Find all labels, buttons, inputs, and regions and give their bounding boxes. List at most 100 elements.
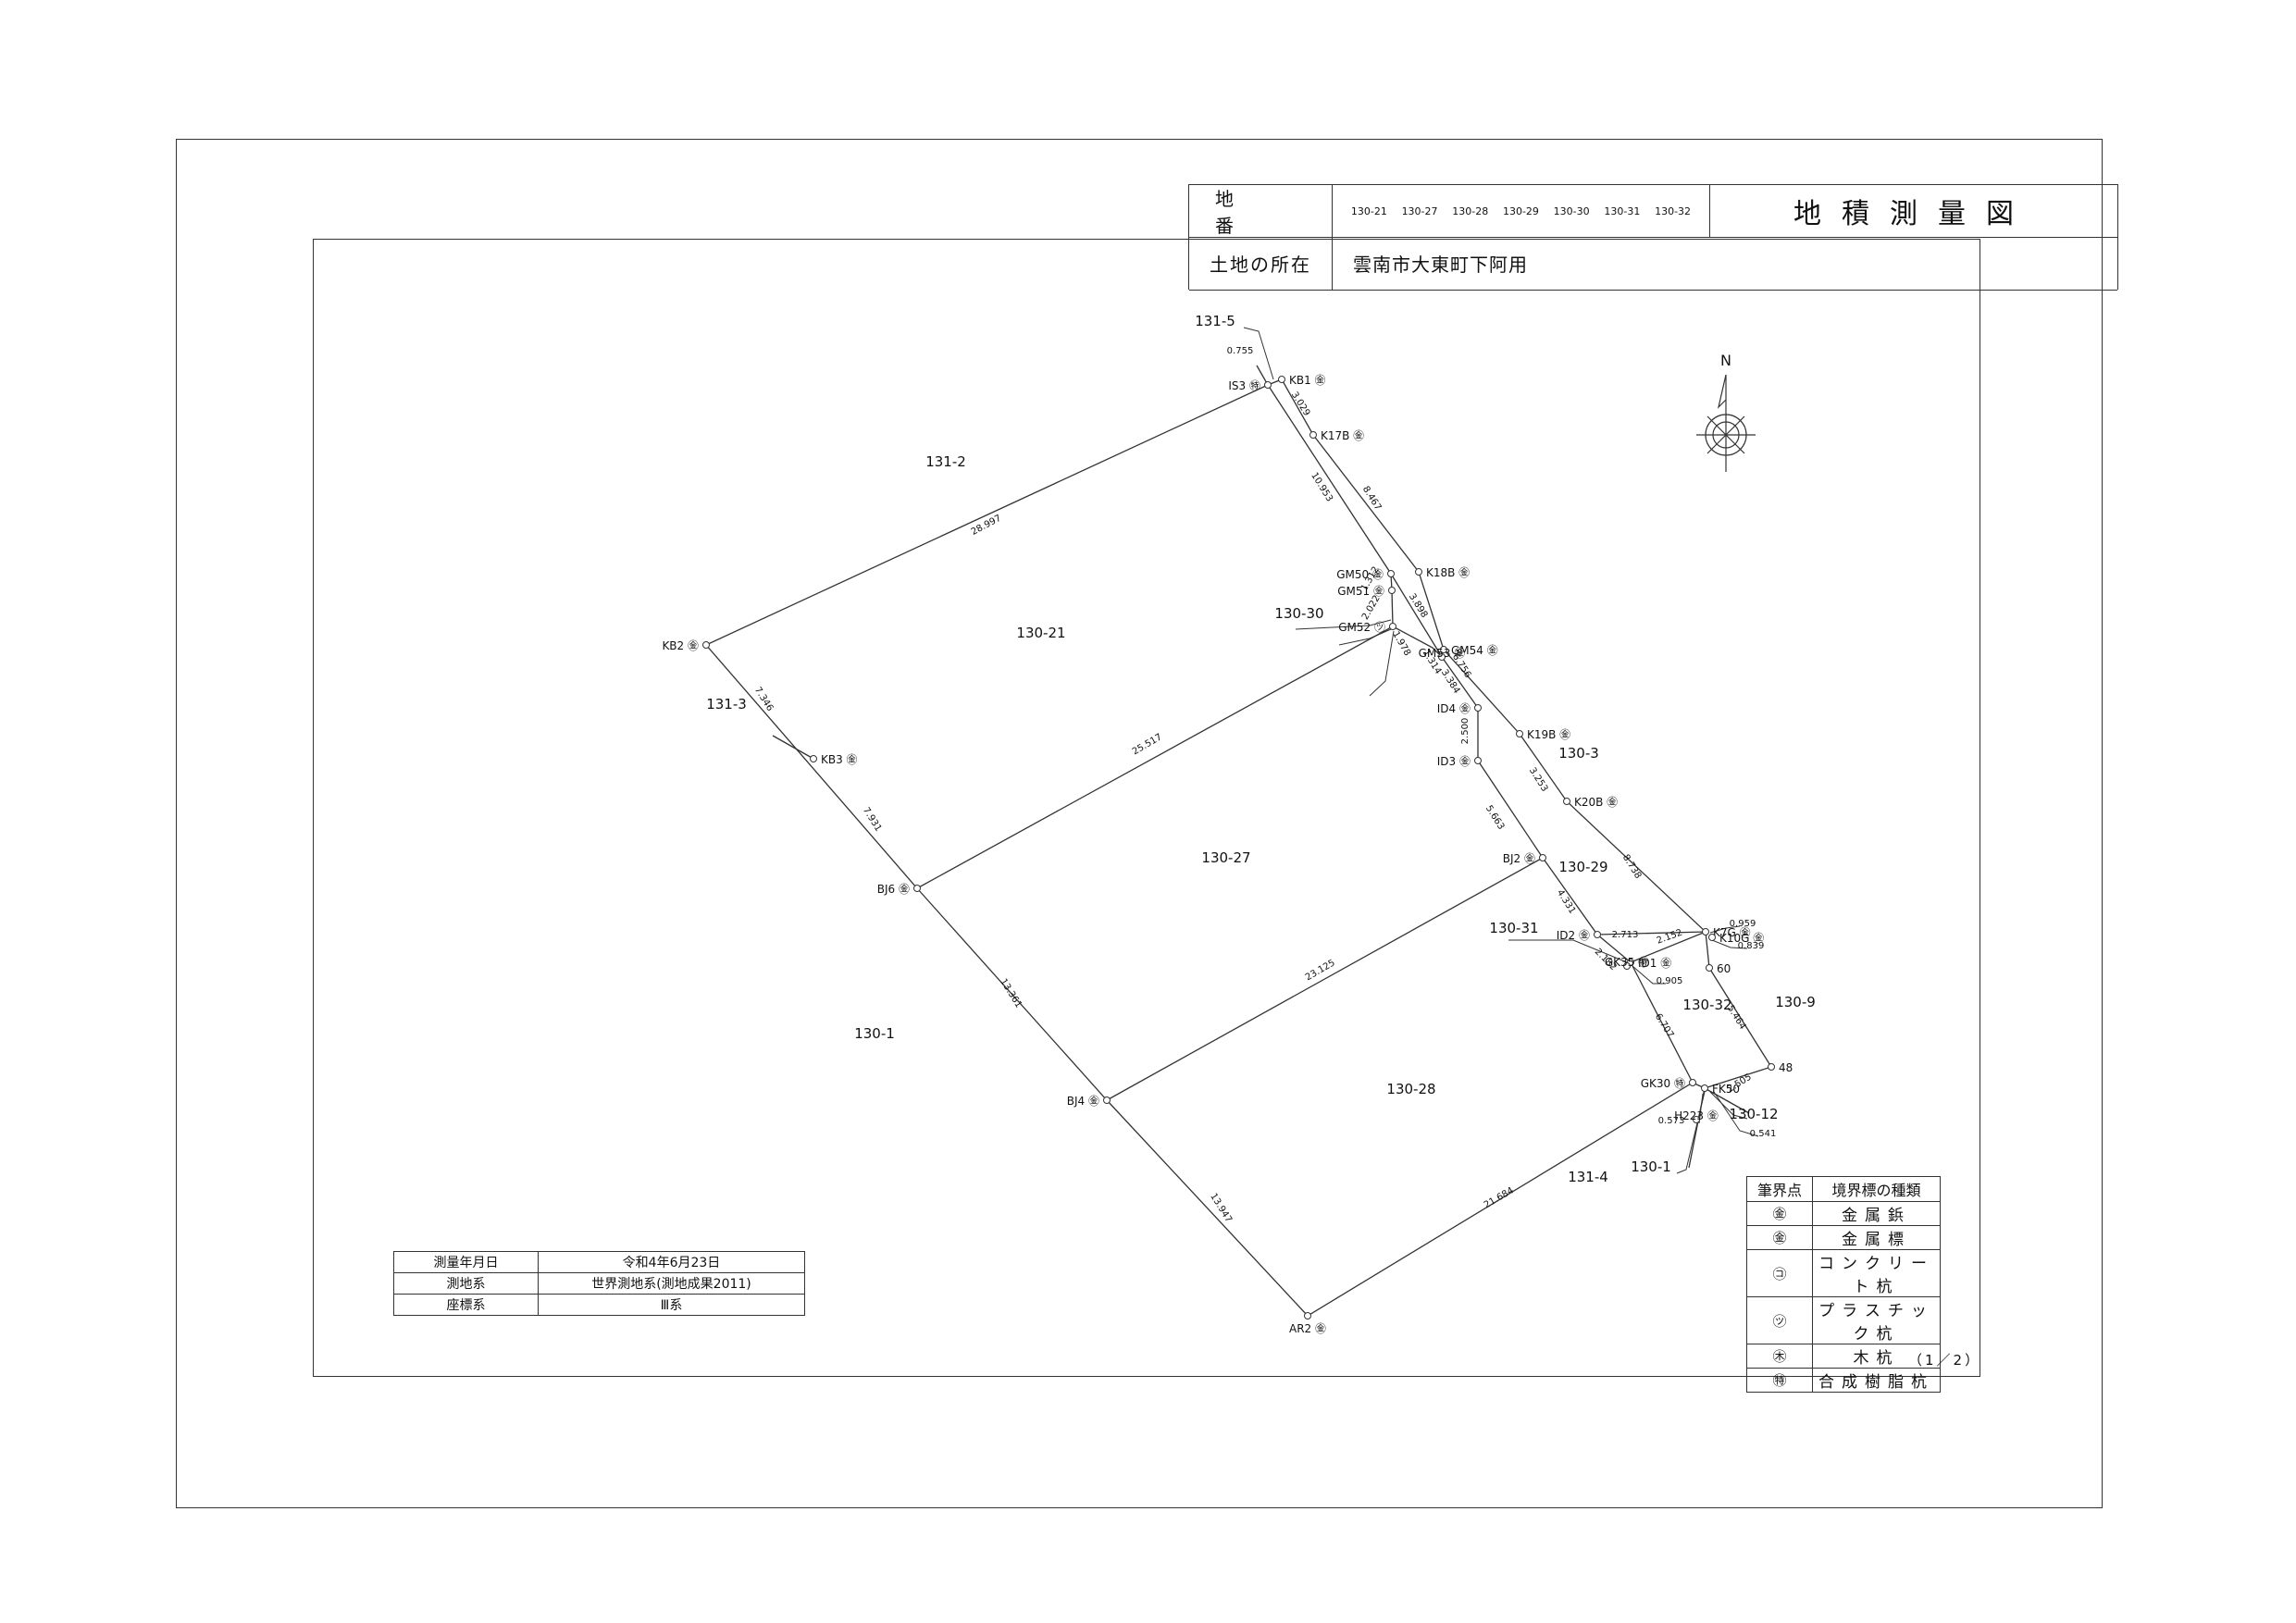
- leader-0959: [1709, 925, 1741, 934]
- leader-131-5: [1243, 327, 1274, 380]
- boundary-point-label: FK50: [1712, 1083, 1740, 1096]
- callout-label: 130-1: [1631, 1158, 1671, 1175]
- boundary-point: AR2 ㊎: [1289, 1312, 1326, 1335]
- header-row-lot: 地 番 130-21 130-27 130-28 130-29 130-30 1…: [1189, 185, 2117, 238]
- legend-symbol: ㊕: [1746, 1368, 1813, 1393]
- boundary-130-30b: [1392, 626, 1443, 658]
- info-coord-label: 座標系: [393, 1294, 539, 1316]
- boundary-point-marker: [1768, 1063, 1775, 1071]
- boundary-point-marker: [810, 755, 817, 762]
- leader-0905: [1632, 965, 1666, 985]
- boundary-point-marker: [1474, 704, 1482, 712]
- boundary-point-label: AR2 ㊎: [1289, 1322, 1326, 1335]
- boundary-point: GK35 ㊕: [1605, 956, 1649, 970]
- leader-0541: [1713, 1091, 1759, 1137]
- legend-row: ㊎ 金属標: [1746, 1225, 1941, 1250]
- distance-label: 2.022: [1360, 594, 1383, 622]
- boundary-point-marker: [1309, 431, 1317, 439]
- boundary-point-marker: [1304, 1312, 1311, 1319]
- callout-label: 130-30: [1274, 605, 1323, 622]
- boundary-point: BJ4 ㊎: [1067, 1095, 1111, 1108]
- leader-gm53: [1369, 630, 1395, 697]
- legend-type: プラスチック杭: [1812, 1296, 1941, 1344]
- extension-line: [1256, 365, 1269, 386]
- lot-numbers: 130-21 130-27 130-28 130-29 130-30 130-3…: [1333, 185, 1710, 237]
- legend-type: 合成樹脂杭: [1812, 1368, 1941, 1393]
- boundary-point-marker: [1689, 1079, 1696, 1086]
- info-row-coord: 座標系 Ⅲ系: [393, 1294, 805, 1316]
- distance-label: 1.978: [1390, 630, 1412, 658]
- extension-line: [1704, 1087, 1750, 1114]
- boundary-point-label: GM51 ㊎: [1337, 585, 1384, 598]
- distance-label: 7.931: [861, 806, 884, 834]
- distance-label: 25.517: [1131, 732, 1164, 757]
- leader-0839: [1711, 939, 1748, 949]
- boundary-point: GM50 ㊎: [1336, 568, 1395, 581]
- info-system-label: 測地系: [393, 1272, 539, 1295]
- distance-label: 7.346: [752, 686, 776, 713]
- boundary-point-label: ID3 ㊎: [1437, 755, 1471, 768]
- boundary-point-label: GM50 ㊎: [1336, 568, 1384, 581]
- inner-frame: [313, 239, 1980, 1377]
- distance-label: 2.152: [1656, 928, 1684, 947]
- north-arrow-icon: [1696, 374, 1756, 472]
- parcel-label: 131-4: [1568, 1169, 1608, 1185]
- distance-label: 5.464: [1725, 1004, 1748, 1032]
- boundary-130-31: [1596, 931, 1706, 935]
- boundary-point-label: ID4 ㊎: [1437, 702, 1471, 715]
- parcel-label: 131-3: [706, 696, 747, 712]
- distance-label: 5.663: [1483, 804, 1507, 832]
- parcel-label: 130-32: [1682, 997, 1731, 1013]
- boundary-point: K7G ㊎: [1702, 926, 1751, 939]
- boundary-point-label: K19B ㊎: [1527, 728, 1570, 741]
- boundary-point: K18B ㊎: [1415, 566, 1470, 579]
- lot-number: 130-21: [1350, 204, 1387, 217]
- legend-symbol: ㊎: [1746, 1201, 1813, 1226]
- distance-label: 0.573: [1658, 1116, 1685, 1126]
- boundary-point-label: K10G ㊎: [1719, 932, 1764, 945]
- parcel-labels: 131-2130-21131-3130-3130-27130-29130-913…: [706, 453, 1816, 1185]
- legend-row: ㊍ 木杭: [1746, 1344, 1941, 1369]
- boundary-point: GM54 ㊎: [1440, 644, 1498, 657]
- boundary-point-label: KB2 ㊎: [662, 639, 699, 652]
- legend-type: 木杭: [1812, 1344, 1941, 1369]
- callout-label: 130-31: [1489, 920, 1538, 936]
- legend-symbol: ㊍: [1746, 1344, 1813, 1369]
- callout-label: 130-12: [1729, 1106, 1778, 1122]
- boundary-point-label: H223 ㊎: [1674, 1109, 1719, 1122]
- lot-number: 130-29: [1502, 204, 1539, 217]
- boundary-point: BJ6 ㊎: [877, 883, 921, 896]
- boundary-point: 48: [1768, 1061, 1793, 1074]
- boundary-point-marker: [1701, 1084, 1708, 1092]
- parcel-label: 130-28: [1386, 1081, 1435, 1097]
- boundary-point-marker: [1702, 928, 1709, 935]
- boundary-point-marker: [1539, 854, 1546, 861]
- parcel-label: 130-29: [1558, 859, 1607, 875]
- legend-header: 筆界点 境界標の種類: [1746, 1176, 1941, 1202]
- legend-type: コンクリート杭: [1812, 1249, 1941, 1297]
- parcel-label: 130-9: [1775, 994, 1816, 1010]
- info-row-date: 測量年月日 令和4年6月23日: [393, 1251, 805, 1273]
- legend-table: 筆界点 境界標の種類 ㊎ 金属鋲 ㊎ 金属標 ㋙ コンクリート杭 ㋡ プラスチッ…: [1746, 1176, 1941, 1393]
- boundary-point-label: GM52 ㋡: [1338, 621, 1385, 634]
- distance-label: 0.959: [1730, 919, 1756, 929]
- distance-label: 3.384: [1439, 668, 1462, 696]
- boundary-point-label: ID1 ㊎: [1638, 957, 1671, 970]
- boundary-point: ID3 ㊎: [1437, 755, 1482, 768]
- boundary-point-marker: [1438, 653, 1446, 661]
- boundary-point-label: BJ2 ㊎: [1503, 852, 1535, 865]
- legend-row: ㋙ コンクリート杭: [1746, 1249, 1941, 1297]
- boundary-point: GM53 ㊎: [1419, 647, 1465, 661]
- leader-lines: [1243, 327, 1759, 1174]
- parcel-label: 130-1: [854, 1025, 895, 1042]
- distance-label: 0.905: [1657, 976, 1683, 986]
- boundary-point-marker: [1264, 381, 1272, 389]
- legend-symbol: ㋡: [1746, 1296, 1813, 1344]
- boundary-point: 60: [1706, 962, 1731, 975]
- boundary-point: K20B ㊎: [1563, 796, 1618, 809]
- lot-number: 130-32: [1655, 204, 1692, 217]
- leader-130-30: [1295, 619, 1392, 630]
